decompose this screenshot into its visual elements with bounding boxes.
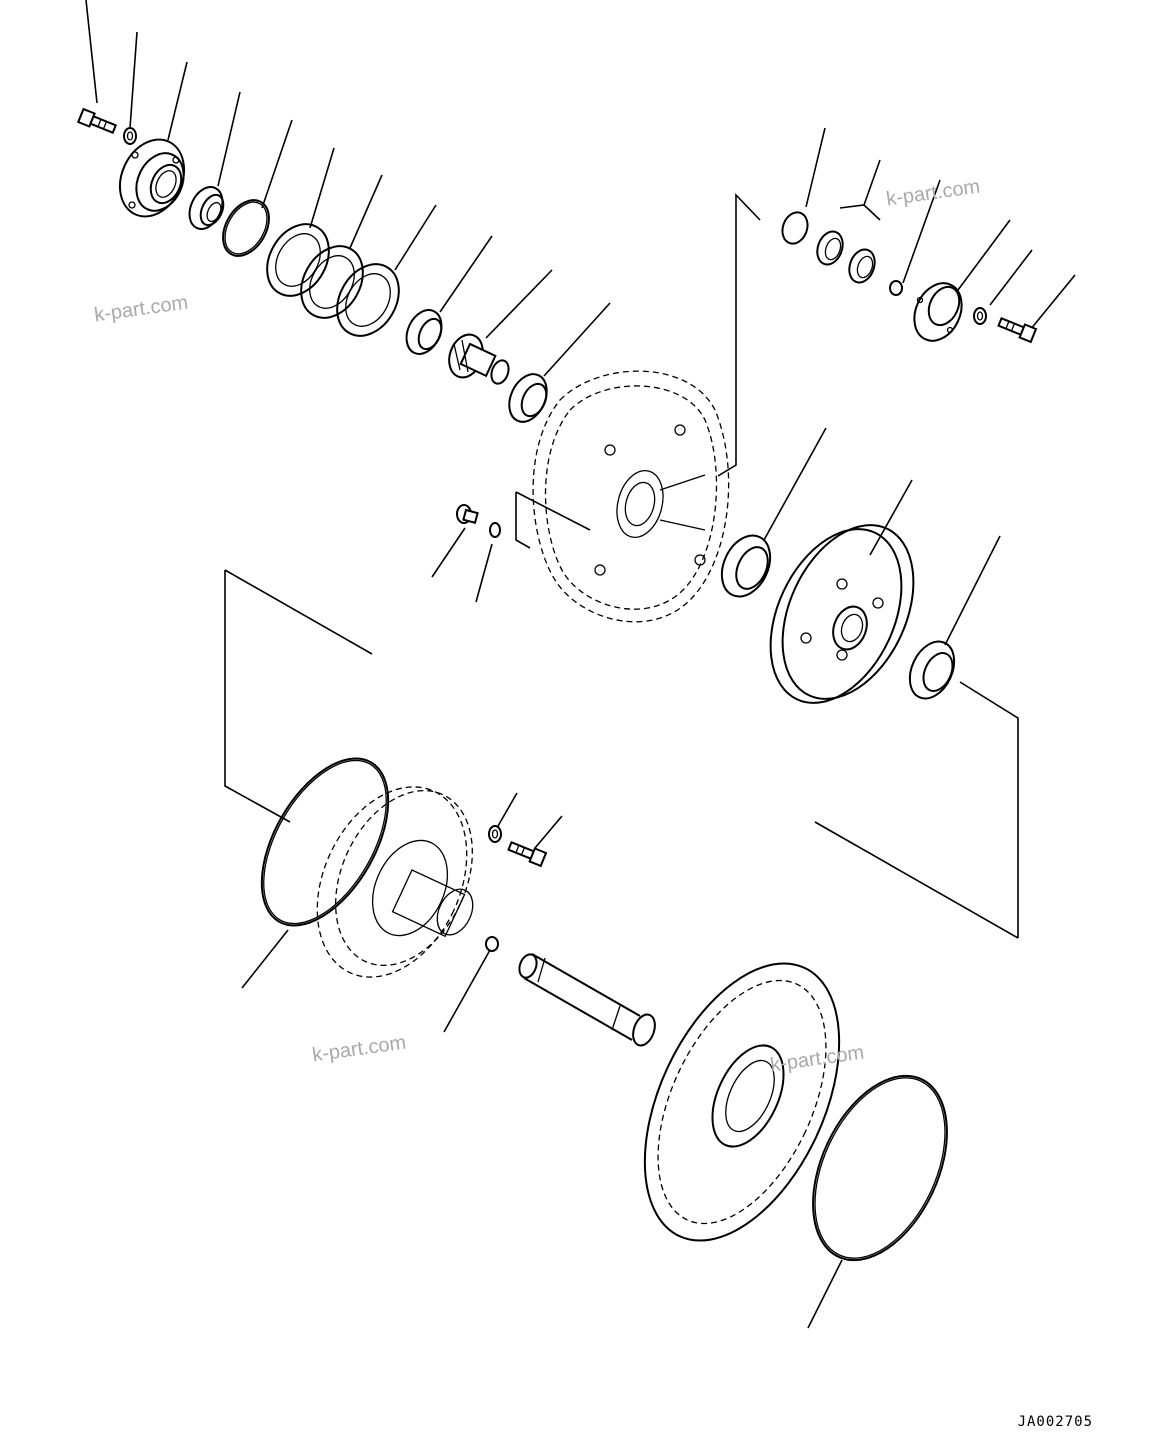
bearing-cover-icon: [118, 138, 186, 218]
bearing-icon: [720, 534, 772, 598]
bearing-icon: [188, 186, 225, 230]
shim-icon: [336, 263, 400, 337]
bearing-icon: [508, 373, 548, 423]
assembly-lines: [224, 193, 1019, 939]
washer-icon: [488, 825, 502, 843]
shaft-icon: [518, 953, 656, 1047]
o-ring-icon: [260, 757, 390, 927]
o-ring-icon: [812, 1074, 948, 1262]
bearing-icon: [908, 640, 956, 700]
bearing-icon: [848, 248, 876, 284]
pinion-gear-icon: [448, 333, 510, 385]
o-ring-icon: [222, 199, 270, 257]
washer-icon: [973, 307, 987, 325]
washer-icon: [123, 127, 137, 145]
plug-icon: [456, 504, 479, 524]
document-id: JA002705: [1017, 1414, 1093, 1430]
bolt-icon: [76, 107, 118, 135]
brake-disc-icon: [643, 962, 841, 1242]
bearing-cover-icon: [913, 282, 963, 342]
o-ring-icon: [781, 211, 809, 245]
case-icon: [532, 370, 730, 623]
bolt-icon: [507, 840, 548, 868]
shim-icon: [300, 245, 364, 319]
washer-icon: [485, 936, 499, 952]
bolt-icon: [997, 316, 1038, 344]
leader-lines: [85, 0, 1076, 1329]
bearing-icon: [816, 230, 844, 266]
bearing-icon: [405, 309, 443, 355]
o-ring-icon: [889, 280, 903, 296]
housing-icon: [316, 786, 474, 978]
o-ring-icon: [489, 522, 501, 538]
bevel-gear-icon: [769, 524, 915, 704]
